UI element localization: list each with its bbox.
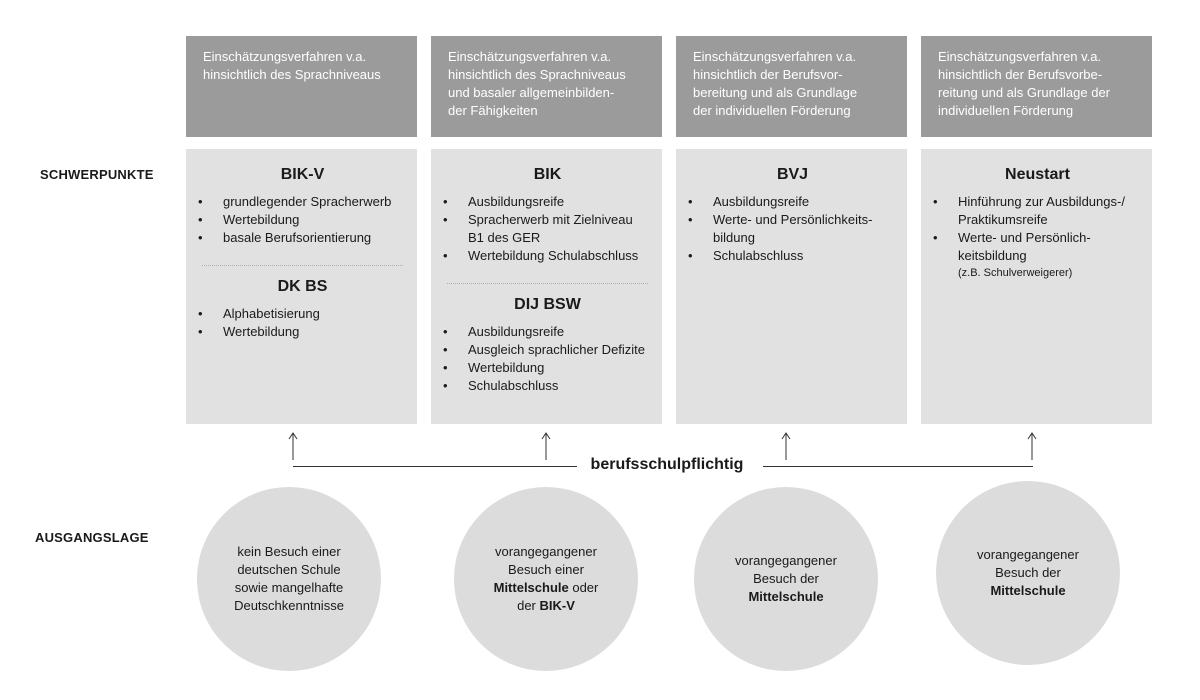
- program-title: DK BS: [277, 278, 328, 295]
- focus-box-neustart: Neustart Hinführung zur Ausbildungs-/ Pr…: [921, 149, 1152, 424]
- focus-list: Hinführung zur Ausbildungs-/ Praktikumsr…: [931, 193, 1144, 265]
- list-item: Wertebildung: [196, 323, 409, 341]
- starting-point-circle: kein Besuch einer deutschen Schule sowie…: [197, 487, 381, 671]
- column-header-bik-v: Einschätzungsverfahren v.a. hinsichtlich…: [186, 36, 417, 137]
- circle-text-bold: Mittelschule: [493, 580, 569, 595]
- circle-text: vorangegangener: [735, 553, 837, 568]
- circle-text: deutschen Schule: [237, 562, 341, 577]
- list-item: grundlegender Spracherwerb: [196, 193, 409, 211]
- column-header-bvj: Einschätzungsverfahren v.a. hinsichtlich…: [676, 36, 907, 137]
- list-item: Werte- und Persönlichkeits- bildung: [686, 211, 899, 247]
- starting-point-circle: vorangegangener Besuch einer Mittelschul…: [454, 487, 638, 671]
- list-item: Spracherwerb mit Zielniveau B1 des GER: [441, 211, 654, 247]
- connector-line-right: [763, 466, 1033, 467]
- focus-box-bvj: BVJ Ausbildungsreife Werte- und Persönli…: [676, 149, 907, 424]
- list-item: Ausbildungsreife: [441, 323, 654, 341]
- list-item: Schulabschluss: [441, 377, 654, 395]
- circle-text: oder: [568, 580, 599, 595]
- list-item: Ausbildungsreife: [686, 193, 899, 211]
- up-arrow-icon: [541, 432, 551, 460]
- list-item: Ausgleich sprachlicher Defizite: [441, 341, 654, 359]
- focus-list: Alphabetisierung Wertebildung: [196, 305, 409, 341]
- circle-text: sowie mangelhafte: [234, 580, 344, 595]
- dotted-divider: [447, 283, 648, 284]
- focus-list: Ausbildungsreife Spracherwerb mit Zielni…: [441, 193, 654, 265]
- list-item: Alphabetisierung: [196, 305, 409, 323]
- program-title: Neustart: [1005, 166, 1070, 183]
- list-item: Schulabschluss: [686, 247, 899, 265]
- list-note: (z.B. Schulverweigerer): [958, 267, 1073, 279]
- list-item: Wertebildung Schulabschluss: [441, 247, 654, 265]
- circle-text: Deutschkenntnisse: [234, 598, 344, 613]
- circle-text: der: [517, 598, 540, 613]
- row-label-schwerpunkte: SCHWERPUNKTE: [40, 167, 154, 182]
- list-item: Werte- und Persönlich- keitsbildung: [931, 229, 1144, 265]
- list-item: basale Berufsorientierung: [196, 229, 409, 247]
- focus-list: Ausbildungsreife Ausgleich sprachlicher …: [441, 323, 654, 395]
- circle-text: vorangegangener: [977, 547, 1079, 562]
- circle-text: kein Besuch einer: [237, 544, 341, 559]
- program-title: BIK: [533, 166, 562, 183]
- circle-text-bold: BIK-V: [539, 598, 575, 613]
- up-arrow-icon: [781, 432, 791, 460]
- up-arrow-icon: [1027, 432, 1037, 460]
- dotted-divider: [202, 265, 403, 266]
- list-item: Wertebildung: [441, 359, 654, 377]
- circle-text: Besuch der: [753, 571, 819, 586]
- circle-text: Besuch der: [995, 565, 1061, 580]
- obligation-label: berufsschulpflichtig: [590, 456, 744, 473]
- starting-point-circle: vorangegangener Besuch der Mittelschule: [694, 487, 878, 671]
- circle-text-bold: Mittelschule: [748, 589, 824, 604]
- list-item: Wertebildung: [196, 211, 409, 229]
- focus-list: Ausbildungsreife Werte- und Persönlichke…: [686, 193, 899, 265]
- list-item: Hinführung zur Ausbildungs-/ Praktikumsr…: [931, 193, 1144, 229]
- circle-text-bold: Mittelschule: [990, 583, 1066, 598]
- circle-text: Besuch einer: [508, 562, 584, 577]
- list-item: Ausbildungsreife: [441, 193, 654, 211]
- program-title: BIK-V: [280, 166, 325, 183]
- program-title: DIJ BSW: [514, 296, 581, 313]
- up-arrow-icon: [288, 432, 298, 460]
- connector-line-left: [293, 466, 577, 467]
- column-header-neustart: Einschätzungsverfahren v.a. hinsichtlich…: [921, 36, 1152, 137]
- row-label-ausgangslage: AUSGANGSLAGE: [35, 530, 149, 545]
- circle-text: vorangegangener: [495, 544, 597, 559]
- program-title: BVJ: [776, 166, 809, 183]
- focus-box-bik-v: BIK-V grundlegender Spracherwerb Wertebi…: [186, 149, 417, 424]
- focus-list: grundlegender Spracherwerb Wertebildung …: [196, 193, 409, 247]
- focus-box-bik: BIK Ausbildungsreife Spracherwerb mit Zi…: [431, 149, 662, 424]
- column-header-bik: Einschätzungsverfahren v.a. hinsichtlich…: [431, 36, 662, 137]
- starting-point-circle: vorangegangener Besuch der Mittelschule: [936, 481, 1120, 665]
